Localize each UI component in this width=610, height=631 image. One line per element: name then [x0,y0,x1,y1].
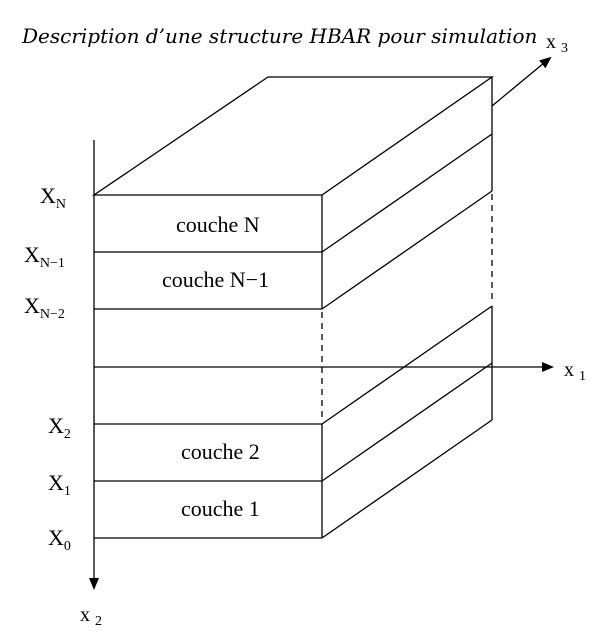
interface-label-x2: X2 [48,413,71,442]
layer-label-n: couche N [176,212,260,237]
interface-label-xn: XN [40,183,66,212]
side-diagonal-x0 [321,419,493,539]
interface-label-x1: X1 [48,470,71,499]
diagram-title: Description d’une structure HBAR pour si… [21,24,537,48]
side-diagonal-x1 [321,362,493,482]
interface-label-xn1: XN−1 [24,242,65,271]
layer-label-n-minus-1: couche N−1 [162,267,269,292]
x3-axis [491,56,552,107]
side-diagonal-xn2 [321,190,493,310]
interface-label-xn2: XN−2 [24,293,65,322]
block-top-face [91,76,495,196]
layer-label-1: couche 1 [181,496,260,521]
side-diagonal-x2 [321,305,493,425]
side-diagonal-xn1 [321,133,493,253]
layer-label-2: couche 2 [181,439,260,464]
interface-label-x0: X0 [48,525,71,554]
